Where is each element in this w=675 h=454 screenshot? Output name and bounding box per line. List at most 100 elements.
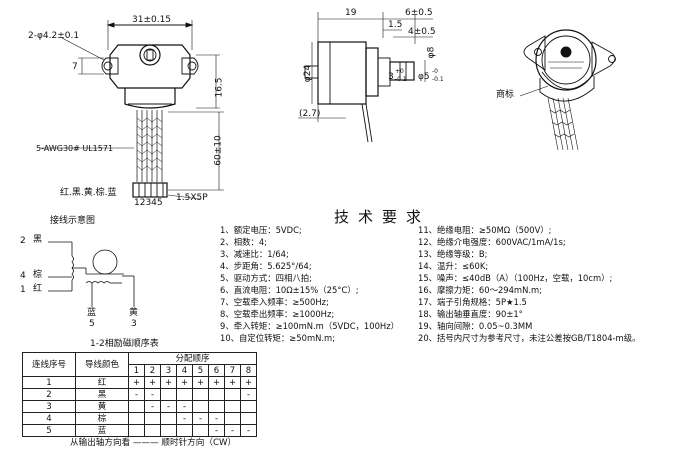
- wiring-pin-1: 1: [20, 285, 26, 295]
- step-cell: [224, 388, 241, 401]
- front-dim-7: 7: [72, 62, 78, 72]
- wiring-title: 接线示意图: [50, 216, 96, 226]
- spec-item: 14、温升：≤60K;: [418, 261, 489, 271]
- header-distribution-order: 分配顺序: [128, 352, 257, 365]
- step-cell: [208, 388, 225, 401]
- step-cell: [240, 400, 257, 413]
- wiring-pin-4: 4: [20, 271, 26, 281]
- front-width-dim: 31±0.15: [132, 15, 172, 25]
- step-header: 6: [208, 364, 225, 377]
- step-cell: +: [208, 376, 225, 389]
- row-no: 1: [22, 376, 76, 389]
- iso-view: [519, 29, 616, 151]
- table-row: 3 黄 - - -: [22, 400, 257, 413]
- row-no: 2: [22, 388, 76, 401]
- step-cell: [224, 412, 241, 425]
- wiring-color-3: 黄: [129, 308, 139, 318]
- side-dim-dia5: φ5: [418, 72, 430, 82]
- wiring-pin-5: 5: [89, 319, 95, 329]
- step-cell: +: [240, 376, 257, 389]
- step-cell: [144, 412, 161, 425]
- step-header: 7: [224, 364, 241, 377]
- row-color: 红: [75, 376, 129, 389]
- table-row: 4 棕 - - -: [22, 412, 257, 425]
- step-cell: +: [192, 376, 209, 389]
- step-cell: [192, 388, 209, 401]
- step-cell: [176, 424, 193, 437]
- step-cell: [128, 412, 145, 425]
- step-cell: +: [160, 376, 177, 389]
- step-cell: -: [144, 388, 161, 401]
- row-no: 4: [22, 412, 76, 425]
- front-dim-16-5: 16.5: [214, 77, 225, 98]
- wiring-diagram: [48, 241, 135, 307]
- row-color: 黄: [75, 400, 129, 413]
- spec-item: 19、轴向间隙：0.05~0.3MM: [418, 321, 533, 331]
- wiring-pin-2: 2: [20, 236, 26, 246]
- side-dim-dia8: φ8: [426, 46, 437, 59]
- spec-item: 16、摩擦力矩：60～294mN.m;: [418, 285, 542, 295]
- step-cell: [144, 424, 161, 437]
- row-no: 5: [22, 424, 76, 437]
- step-cell: [192, 400, 209, 413]
- front-holes-dim: 2-φ4.2±0.1: [28, 31, 80, 41]
- spec-item: 12、绝缘介电强度：600VAC/1mA/1s;: [418, 237, 566, 247]
- wiring-color-4: 棕: [33, 270, 43, 280]
- spec-item: 4、步距角：5.625°/64;: [220, 261, 312, 271]
- side-dim-dia5-tol-top: -0: [432, 68, 438, 75]
- spec-item: 1、额定电压：5VDC;: [220, 225, 302, 235]
- spec-item: 11、绝缘电阻：≥50MΩ（500V）;: [418, 225, 552, 235]
- step-cell: -: [192, 412, 209, 425]
- spec-item: 10、自定位转矩：≥50mN.m;: [220, 333, 336, 343]
- step-header: 2: [144, 364, 161, 377]
- step-cell: -: [128, 388, 145, 401]
- wiring-color-2: 黑: [33, 235, 43, 245]
- spec-item: 17、端子引角规格：5P★1.5: [418, 297, 527, 307]
- step-cell: [128, 400, 145, 413]
- table-row: 1 红 + + + + + + + +: [22, 376, 257, 389]
- step-cell: -: [208, 424, 225, 437]
- side-view: [298, 12, 433, 143]
- step-cell: -: [176, 400, 193, 413]
- spec-item: 13、绝缘等级：B;: [418, 249, 488, 259]
- side-dim-19: 19: [345, 8, 357, 18]
- front-view: [40, 20, 224, 200]
- connector-label: 1.5X5P: [176, 193, 208, 203]
- wiring-color-5: 蓝: [87, 308, 97, 318]
- step-cell: [240, 412, 257, 425]
- side-dim-dia5-tol-bot: -0.1: [432, 76, 444, 83]
- wiring-pin-3: 3: [131, 319, 137, 329]
- spec-item: 5、驱动方式：四相八拍;: [220, 273, 312, 283]
- rotation-caption: 从输出轴方向看 ——— 顺时针方向（CW）: [70, 438, 237, 448]
- step-cell: [208, 400, 225, 413]
- step-cell: -: [208, 412, 225, 425]
- row-color: 蓝: [75, 424, 129, 437]
- step-cell: +: [224, 376, 241, 389]
- row-color: 黑: [75, 388, 129, 401]
- spec-item: 7、空载牵入频率：≥500Hz;: [220, 297, 329, 307]
- step-cell: -: [224, 424, 241, 437]
- step-cell: -: [176, 412, 193, 425]
- trademark-label: 商标: [496, 90, 515, 100]
- step-cell: [224, 400, 241, 413]
- specs-title: 技术要求: [334, 208, 431, 226]
- header-connection-no: 连线序号: [22, 352, 76, 377]
- step-cell: [160, 412, 177, 425]
- step-header: 5: [192, 364, 209, 377]
- step-header: 8: [240, 364, 257, 377]
- side-dim-3-tol-bot: -0.1: [395, 76, 407, 83]
- step-cell: [160, 424, 177, 437]
- spec-item: 2、相数：4;: [220, 237, 267, 247]
- step-cell: -: [144, 400, 161, 413]
- step-cell: +: [128, 376, 145, 389]
- header-wire-color: 导线颜色: [75, 352, 129, 377]
- step-cell: +: [144, 376, 161, 389]
- step-cell: [192, 424, 209, 437]
- step-cell: [160, 388, 177, 401]
- step-header: 1: [128, 364, 145, 377]
- wire-colors: 红.黑.黄.棕.蓝: [60, 188, 117, 198]
- spec-item: 15、噪声：≤40dB（A）（100Hz，空载，10cm）;: [418, 273, 613, 283]
- spec-item: 3、减速比：1/64;: [220, 249, 289, 259]
- spec-item: 18、输出轴垂直度：90±1°: [418, 309, 523, 319]
- table-header-row: 连线序号 导线颜色 分配顺序: [22, 352, 257, 377]
